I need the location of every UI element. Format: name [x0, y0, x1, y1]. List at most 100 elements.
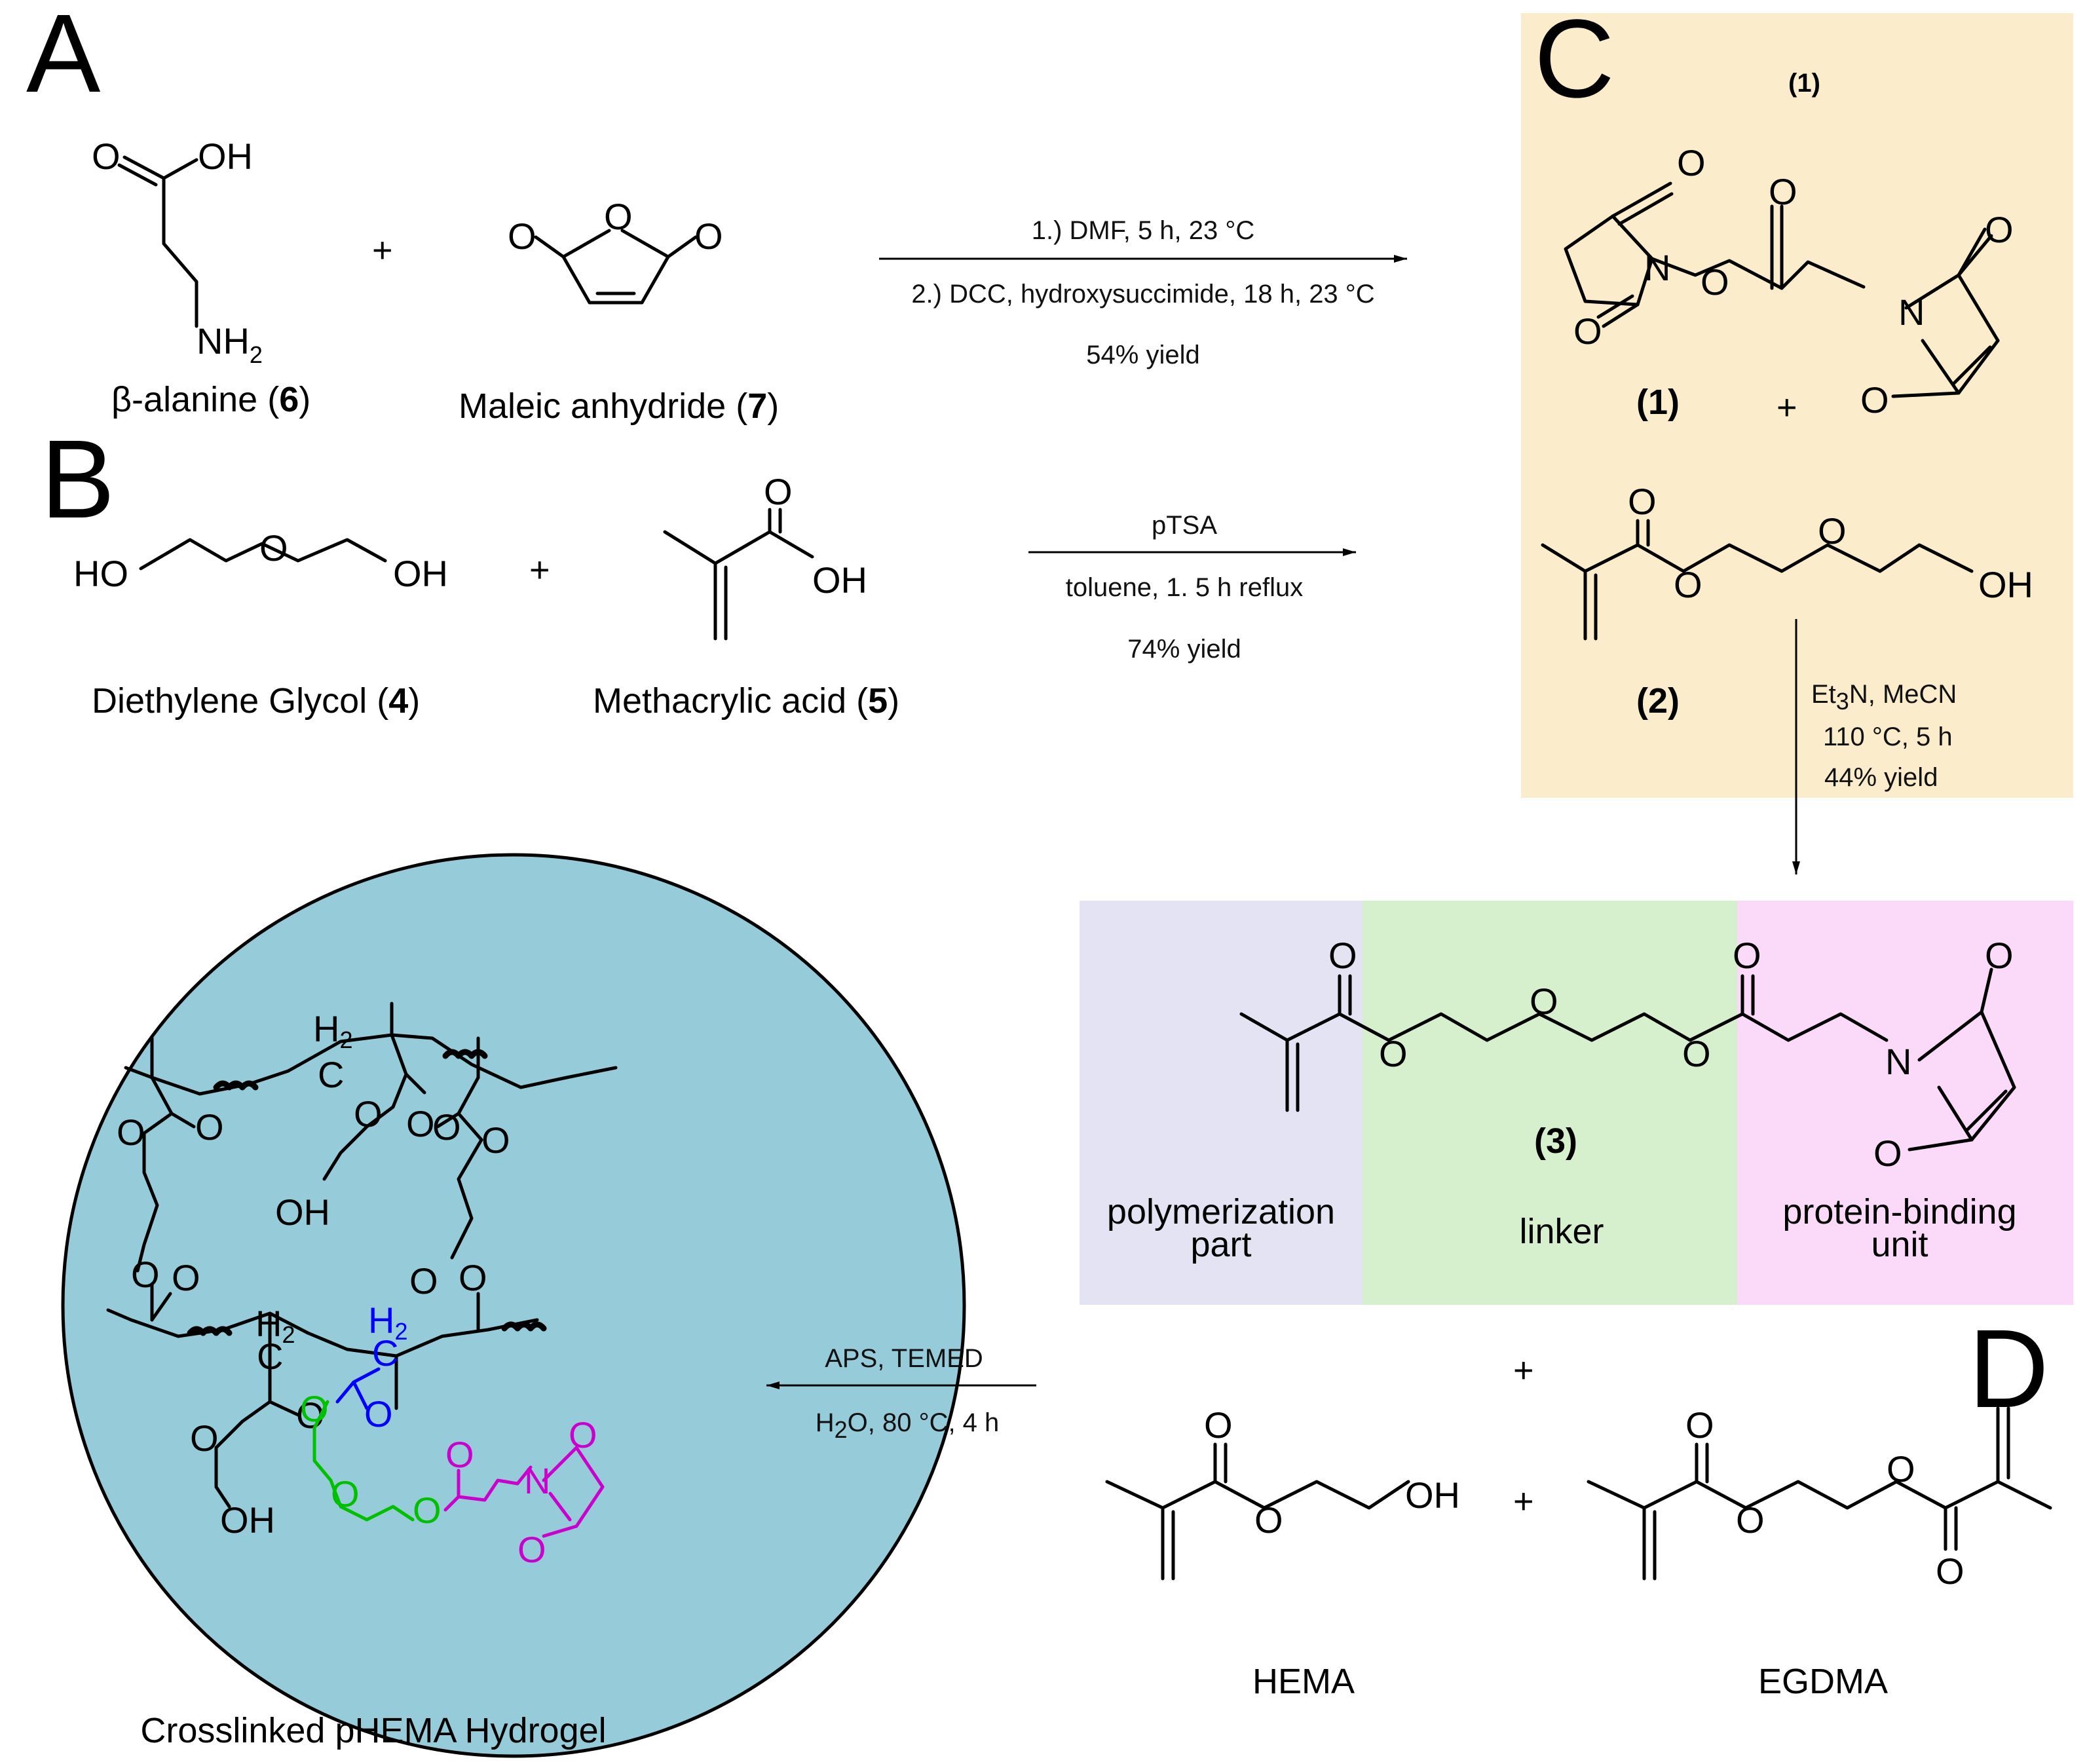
atom-o: O [1677, 142, 1706, 183]
atom-oh: OH [393, 553, 448, 594]
hema-structure: O O OH [1105, 1404, 1460, 1581]
reaction-c-reagent: Et3N, MeCN [1811, 680, 1957, 715]
atom-o: O [445, 1434, 474, 1475]
atom-o: O [1985, 209, 2014, 250]
reaction-c-condition: 110 °C, 5 h [1823, 722, 1953, 751]
beta-alanine-structure: O OH NH2 [92, 136, 263, 368]
region-label-polymerization: part [1190, 1225, 1251, 1264]
atom-o: O [1736, 1499, 1765, 1541]
atom-o: O [569, 1414, 597, 1455]
compound-3-structure: O O O O O N O O [1239, 935, 2016, 1174]
atom-o: O [694, 216, 723, 257]
atom-o: O [364, 1393, 393, 1435]
atom-o: O [1682, 1033, 1711, 1074]
diethylene-glycol-structure: HO O OH [73, 527, 448, 594]
egdma-label: EGDMA [1758, 1662, 1888, 1701]
atom-o: O [508, 216, 536, 257]
reaction-b-condition-1: pTSA [1152, 511, 1217, 540]
atom-c: C [372, 1332, 398, 1374]
hydrogel-network: H2 C O O O O OH O O O O O O H2 C H2 C O … [106, 1002, 618, 1570]
atom-o: O [190, 1417, 219, 1459]
atom-oh: OH [812, 559, 867, 601]
region-label-protein-binding: protein-binding [1782, 1192, 2016, 1231]
reaction-d-condition-1: APS, TEMED [825, 1344, 983, 1373]
atom-o: O [1860, 379, 1889, 421]
atom-oh: OH [1405, 1474, 1460, 1516]
reaction-b-yield: 74% yield [1127, 635, 1241, 664]
atom-o: O [331, 1473, 360, 1514]
diethylene-glycol-label: Diethylene Glycol (4) [92, 681, 420, 721]
atom-o: O [195, 1106, 224, 1148]
linker-region [1363, 901, 1737, 1305]
reaction-d-condition-2: H2O, 80 °C, 4 h [816, 1408, 1000, 1443]
plus-sign-c: + [1777, 388, 1797, 427]
atom-o: O [432, 1106, 461, 1148]
reaction-b-condition-2: toluene, 1. 5 h reflux [1066, 573, 1303, 602]
polymerization-region [1080, 901, 1363, 1305]
maleic-anhydride-structure: O O O [508, 196, 723, 305]
compound-3-label: (3) [1534, 1121, 1577, 1161]
atom-o: O [764, 471, 793, 512]
atom-o: O [259, 527, 288, 569]
protein-binding-region [1737, 901, 2073, 1305]
hydrogel-circle [61, 853, 966, 1758]
atom-o: O [517, 1529, 546, 1570]
region-label-polymerization: polymerization [1107, 1192, 1335, 1231]
atom-o: O [459, 1257, 487, 1298]
atom-o: O [1254, 1499, 1283, 1541]
compound-2-label: (2) [1636, 681, 1680, 721]
plus-sign-a: + [372, 231, 393, 270]
atom-o: O [1379, 1033, 1408, 1074]
atom-o: O [604, 196, 633, 237]
reaction-c-yield: 44% yield [1824, 763, 1938, 792]
compound-1-structure: O N O O O N O O [1564, 142, 2014, 421]
atom-o: O [1733, 935, 1761, 976]
atom-o: O [1818, 510, 1847, 552]
atom-o: O [131, 1254, 160, 1295]
atom-o: O [481, 1119, 510, 1161]
atom-h2: H2 [255, 1303, 295, 1348]
atom-o: O [1873, 1133, 1902, 1174]
atom-oh: OH [220, 1499, 275, 1541]
atom-nh2: NH2 [197, 320, 263, 368]
atom-n: N [1644, 247, 1670, 288]
reaction-a-condition-2: 2.) DCC, hydroxysuccimide, 18 h, 23 °C [911, 280, 1374, 309]
atom-o: O [1573, 310, 1602, 352]
atom-o: O [117, 1112, 145, 1153]
plus-sign-d2: + [1513, 1482, 1534, 1521]
atom-n: N [524, 1460, 550, 1501]
atom-oh: OH [1978, 564, 2033, 605]
panel-label-b: B [41, 417, 115, 542]
atom-c: C [318, 1054, 344, 1095]
hydrogel-label: Crosslinked pHEMA Hydrogel [140, 1711, 606, 1750]
atom-n: N [1898, 291, 1925, 333]
hema-label: HEMA [1252, 1662, 1355, 1701]
atom-o: O [1328, 935, 1357, 976]
plus-sign-d: + [1513, 1351, 1534, 1390]
atom-o: O [409, 1260, 438, 1302]
atom-ho: HO [73, 553, 128, 594]
atom-h2: H2 [368, 1300, 407, 1345]
atom-o: O [1530, 981, 1558, 1022]
atom-o: O [354, 1093, 383, 1135]
compound-2-structure: O O O OH [1541, 481, 2033, 641]
atom-o: O [1985, 935, 2014, 976]
atom-o: O [1769, 171, 1797, 212]
compound-1-label: (1) [1636, 383, 1680, 422]
atom-o: O [172, 1257, 200, 1298]
atom-o: O [1936, 1550, 1965, 1592]
panel-label-c: C [1534, 0, 1615, 121]
atom-oh: OH [275, 1192, 330, 1233]
methacrylic-acid-structure: O OH [663, 471, 867, 641]
atom-h2: H2 [313, 1008, 352, 1053]
atom-o: O [92, 136, 121, 177]
atom-n: N [1885, 1041, 1911, 1082]
compound-1-top-label: (1) [1788, 69, 1820, 98]
region-label-linker: linker [1519, 1212, 1604, 1251]
atom-oh: OH [198, 136, 253, 177]
plus-sign-b: + [529, 550, 550, 590]
reaction-a-condition-1: 1.) DMF, 5 h, 23 °C [1032, 216, 1255, 245]
atom-o: O [1887, 1448, 1915, 1490]
region-label-protein-binding: unit [1871, 1225, 1928, 1264]
